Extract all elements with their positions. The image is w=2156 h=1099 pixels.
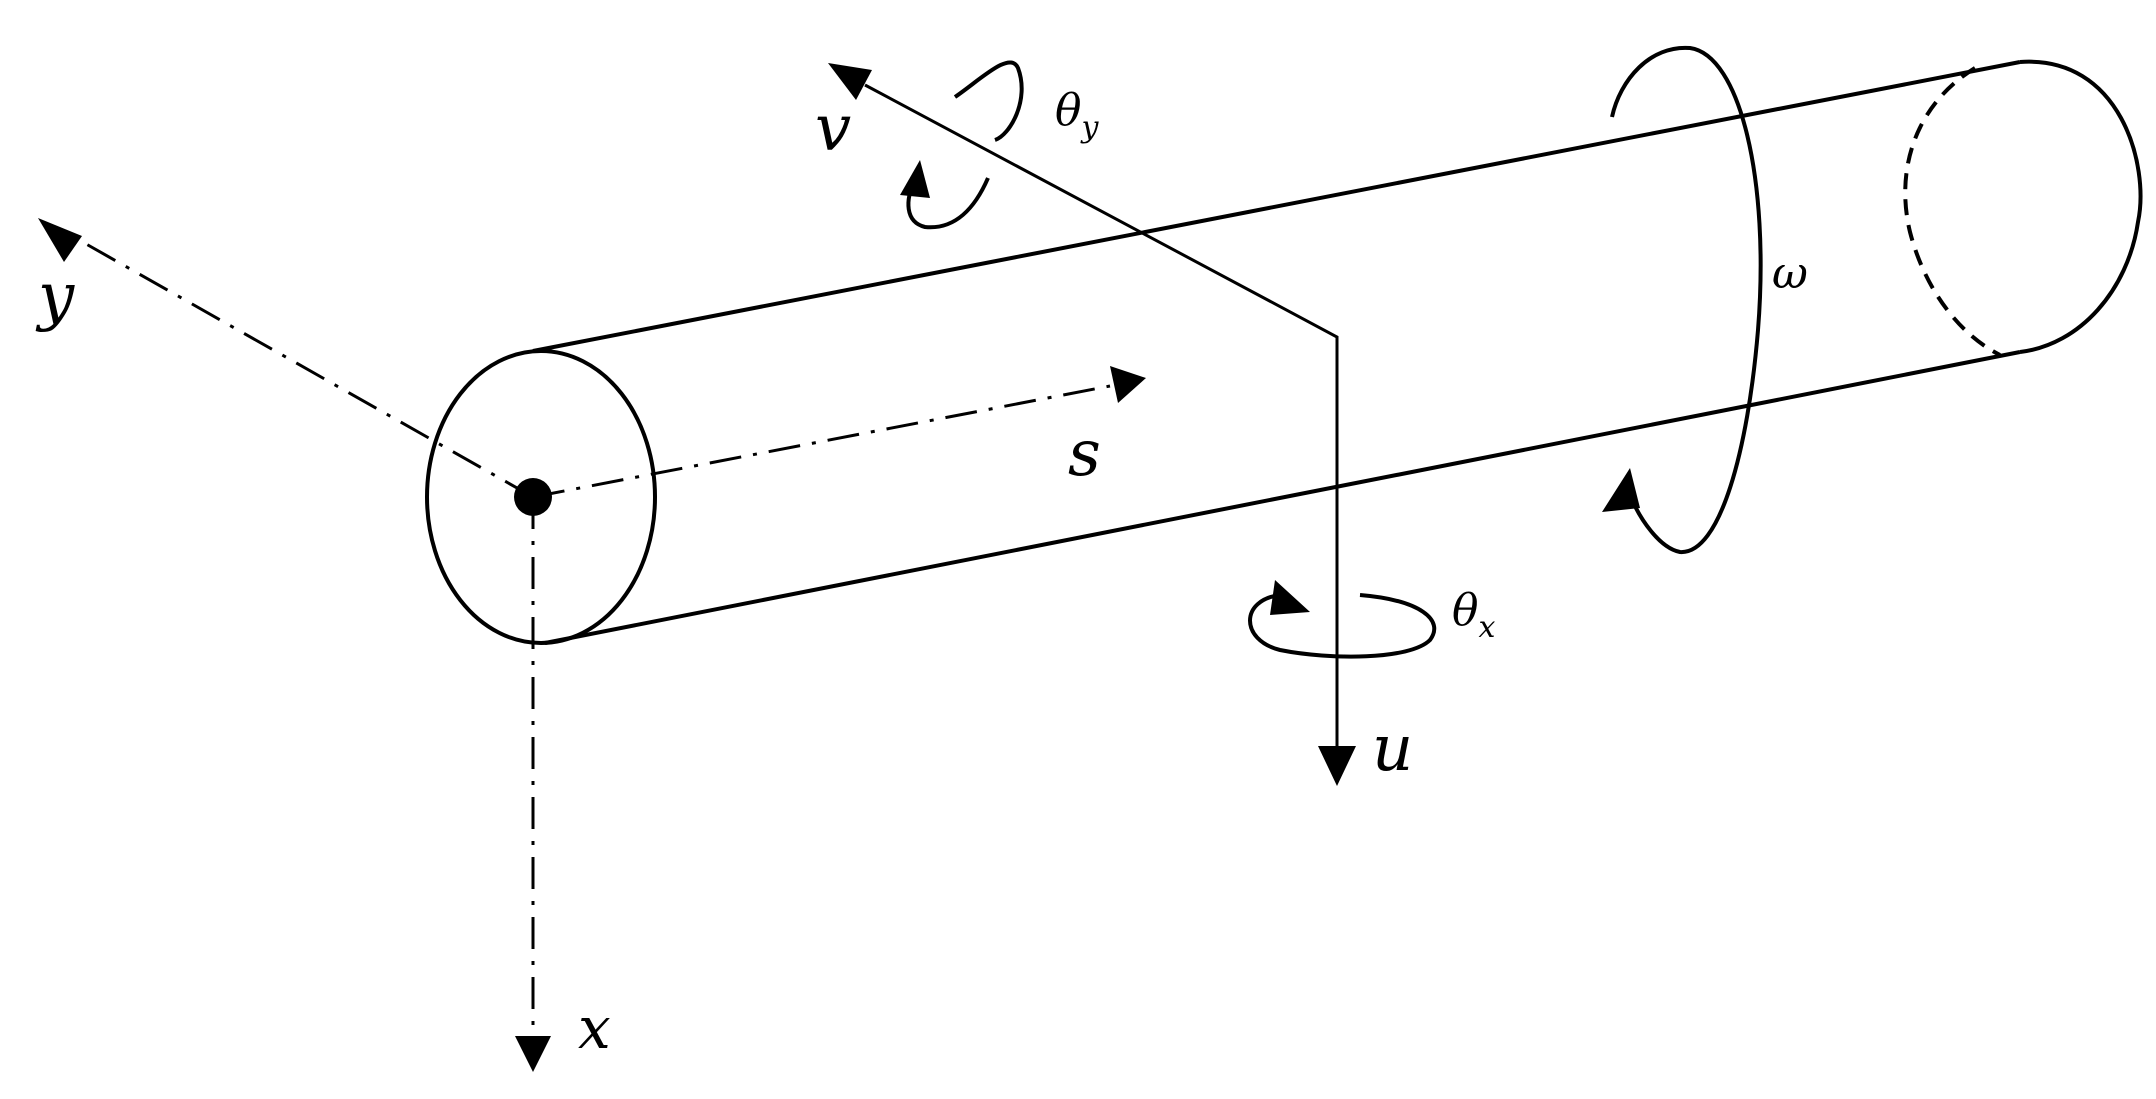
omega-arrowhead xyxy=(1602,468,1640,512)
theta-y-base: θ xyxy=(1055,85,1082,136)
v-axis-arrowhead xyxy=(828,63,872,100)
v-u-axis-line xyxy=(864,83,1339,748)
y-axis-label: y xyxy=(35,260,75,334)
beam-cylinder xyxy=(425,59,2143,645)
y-axis-line xyxy=(71,234,534,499)
rotation-theta-y xyxy=(906,60,1024,230)
beam-far-end-hidden-edge xyxy=(1903,66,2001,357)
rotation-omega xyxy=(1610,45,1763,555)
s-axis-label: s xyxy=(1068,417,1101,491)
theta-y-arrowhead xyxy=(900,160,930,198)
rotation-theta-x xyxy=(1248,593,1437,659)
local-axes xyxy=(864,83,1339,748)
origin-point xyxy=(514,478,552,516)
theta-y-label: θy xyxy=(1055,85,1100,145)
global-axes xyxy=(71,234,1111,1035)
beam-far-end-outline xyxy=(2019,59,2143,354)
beam-bottom-edge xyxy=(544,350,2021,645)
s-axis-arrowhead xyxy=(1110,366,1146,403)
theta-x-rotation-arrow xyxy=(1248,593,1437,659)
y-axis-arrowhead xyxy=(38,218,82,262)
theta-y-rotation-arrow-lower xyxy=(906,177,990,230)
beam-top-edge xyxy=(532,60,2021,353)
s-axis-line xyxy=(532,384,1111,499)
u-axis-arrowhead xyxy=(1318,746,1356,786)
x-axis-arrowhead xyxy=(515,1036,551,1072)
theta-y-rotation-arrow xyxy=(953,60,1024,142)
theta-x-subscript: x xyxy=(1479,610,1496,645)
theta-x-arrowhead xyxy=(1270,580,1310,615)
theta-y-subscript: y xyxy=(1080,110,1100,145)
v-axis-label: v xyxy=(815,92,851,166)
omega-rotation-arrow xyxy=(1610,45,1763,555)
theta-x-label: θx xyxy=(1452,585,1496,645)
theta-x-base: θ xyxy=(1452,585,1479,636)
u-axis-label: u xyxy=(1372,712,1413,786)
x-axis-label: x xyxy=(578,994,611,1062)
omega-label: ω xyxy=(1772,248,1808,299)
